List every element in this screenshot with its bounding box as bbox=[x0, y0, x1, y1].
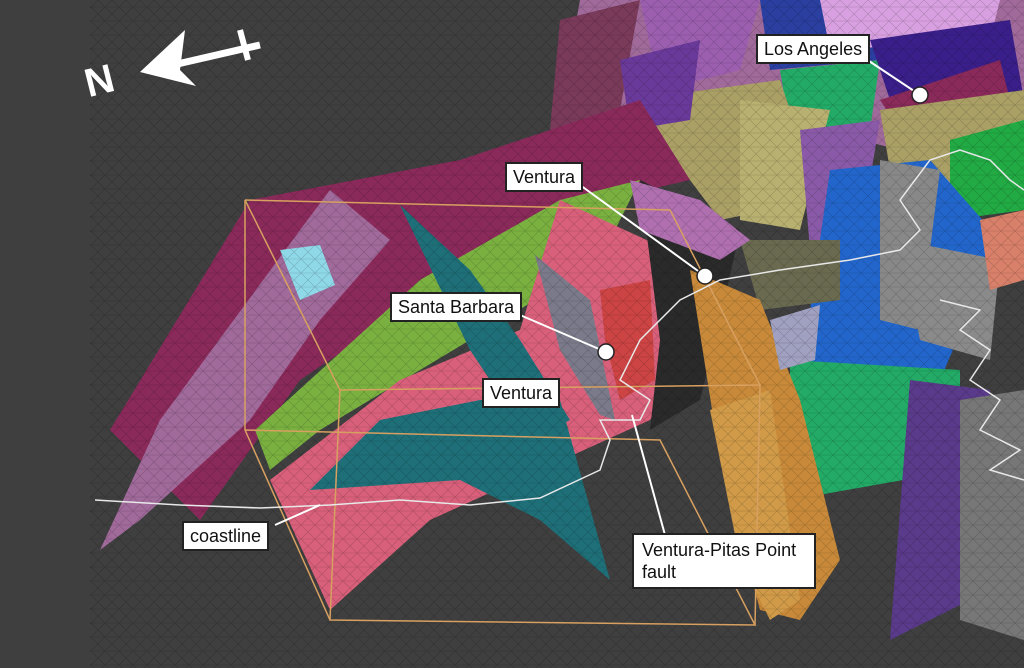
marker-santa-barbara bbox=[597, 343, 615, 361]
leader-coastline bbox=[274, 504, 321, 526]
label-los-angeles: Los Angeles bbox=[756, 34, 871, 64]
marker-ventura bbox=[696, 267, 714, 285]
leader-ventura-pitas bbox=[631, 414, 666, 536]
label-coastline: coastline bbox=[182, 521, 270, 551]
mesh-overlay bbox=[90, 0, 1024, 668]
marker-los-angeles bbox=[911, 86, 929, 104]
bounding-box-bottom bbox=[244, 429, 757, 626]
north-arrow-icon bbox=[140, 29, 261, 86]
label-ventura-pitas-point-fault: Ventura-Pitas Point fault bbox=[632, 533, 816, 589]
coastline-line bbox=[94, 149, 1024, 509]
label-ventura-upper: Ventura bbox=[505, 162, 584, 192]
coastline-line-south bbox=[939, 299, 1024, 481]
leader-santa-barbara bbox=[519, 314, 607, 353]
leader-ventura-upper bbox=[579, 184, 706, 277]
location-markers bbox=[597, 86, 929, 361]
label-santa-barbara: Santa Barbara bbox=[390, 292, 523, 322]
bounding-box bbox=[244, 199, 762, 626]
label-ventura-lower: Ventura bbox=[482, 378, 561, 408]
